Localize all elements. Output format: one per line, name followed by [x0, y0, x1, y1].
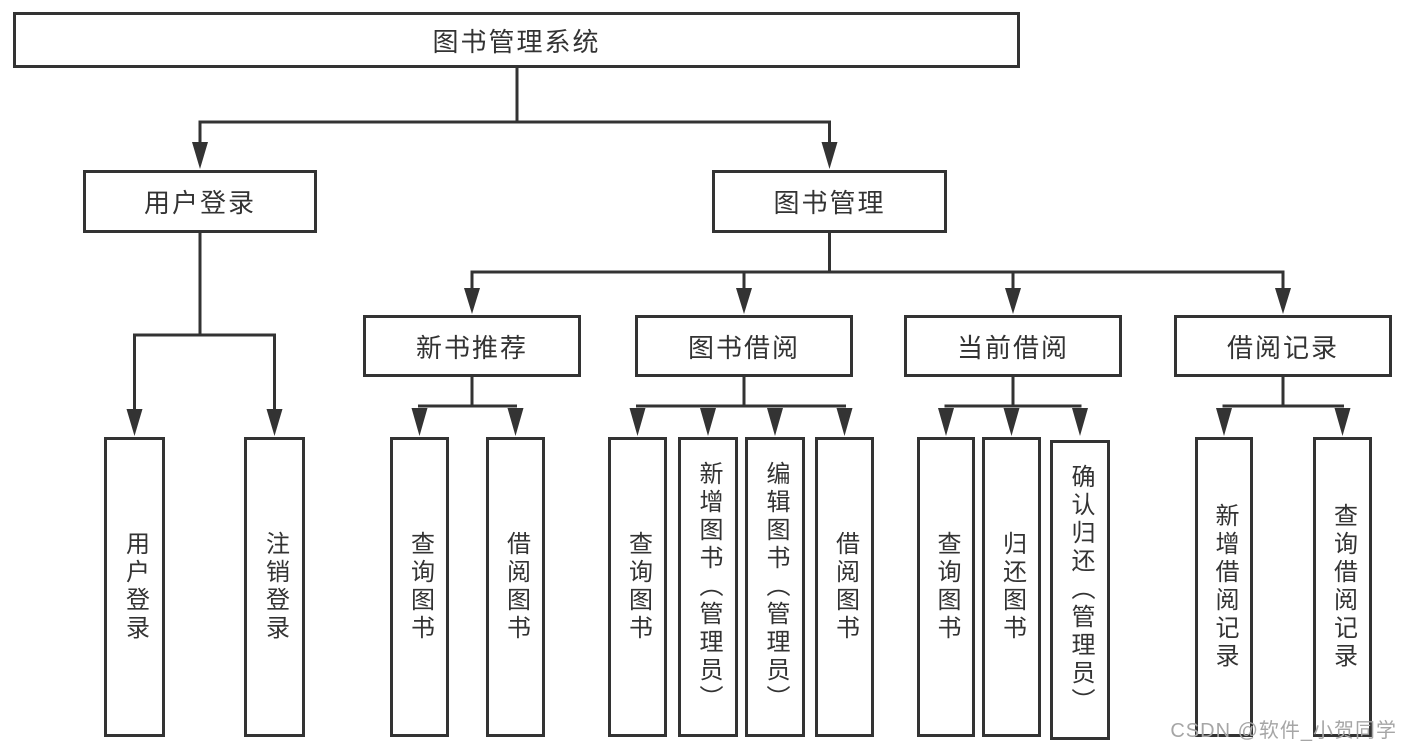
node-current-borrowing-label: 当前借阅: [956, 332, 1069, 363]
node-borrowing-records: 借阅记录: [1174, 315, 1392, 377]
node-book-management: 图书管理: [712, 170, 947, 233]
leaf-current-query-books-label: 查询图书: [933, 531, 960, 643]
leaf-current-query-books: 查询图书: [917, 437, 975, 737]
leaf-query-borrow-record-label: 查询借阅记录: [1329, 503, 1357, 671]
leaf-borrowing-query-books-label: 查询图书: [624, 531, 652, 643]
node-book-borrowing: 图书借阅: [635, 315, 853, 377]
leaf-logout-label: 注销登录: [261, 531, 289, 643]
leaf-logout: 注销登录: [244, 437, 305, 737]
node-user-login: 用户登录: [83, 170, 317, 233]
leaf-user-login-label: 用户登录: [121, 531, 149, 643]
node-borrowing-records-label: 借阅记录: [1226, 332, 1339, 363]
node-user-login-label: 用户登录: [143, 188, 256, 218]
leaf-user-login: 用户登录: [104, 437, 165, 737]
node-current-borrowing: 当前借阅: [904, 315, 1122, 377]
leaf-borrowing-borrow-books: 借阅图书: [815, 437, 874, 737]
leaf-edit-book-admin-label: 编辑图书（管理员）: [762, 461, 789, 713]
leaf-borrowing-query-books: 查询图书: [608, 437, 667, 737]
leaf-return-books-label: 归还图书: [998, 531, 1026, 643]
leaf-recommend-borrow-books-label: 借阅图书: [502, 531, 530, 643]
leaf-add-borrow-record-label: 新增借阅记录: [1211, 503, 1238, 671]
leaf-query-borrow-record: 查询借阅记录: [1313, 437, 1372, 737]
leaf-recommend-query-books-label: 查询图书: [406, 531, 434, 643]
leaf-recommend-query-books: 查询图书: [390, 437, 449, 737]
node-book-borrowing-label: 图书借阅: [687, 332, 800, 363]
leaf-confirm-return-admin: 确认归还（管理员）: [1050, 440, 1110, 740]
node-book-management-label: 图书管理: [773, 188, 886, 218]
node-new-book-recommendation: 新书推荐: [363, 315, 581, 377]
leaf-recommend-borrow-books: 借阅图书: [486, 437, 545, 737]
leaf-edit-book-admin: 编辑图书（管理员）: [745, 437, 805, 737]
node-new-book-recommendation-label: 新书推荐: [415, 332, 528, 363]
leaf-add-book-admin-label: 新增图书（管理员）: [695, 461, 722, 713]
leaf-confirm-return-admin-label: 确认归还（管理员）: [1067, 464, 1094, 716]
leaf-borrowing-borrow-books-label: 借阅图书: [831, 531, 859, 643]
node-root-label: 图书管理系统: [432, 26, 601, 57]
watermark: CSDN @软件_小贺同学: [1170, 720, 1397, 742]
leaf-add-book-admin: 新增图书（管理员）: [678, 437, 738, 737]
leaf-return-books: 归还图书: [982, 437, 1041, 737]
node-root: 图书管理系统: [13, 12, 1020, 68]
leaf-add-borrow-record: 新增借阅记录: [1195, 437, 1253, 737]
